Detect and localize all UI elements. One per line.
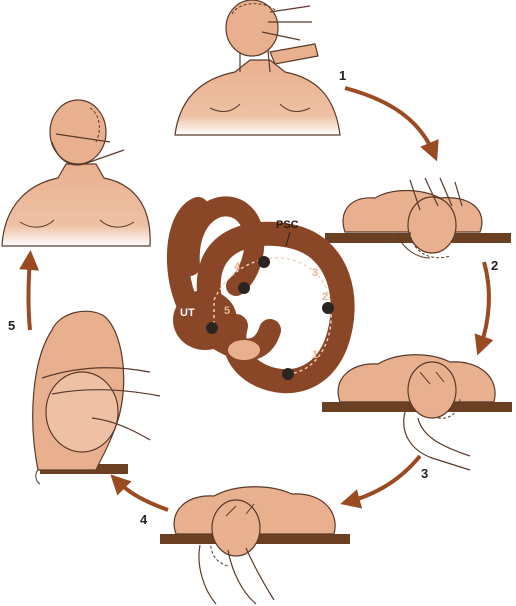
step-label-1: 1	[339, 68, 346, 83]
otolith-dot	[282, 368, 294, 380]
position-5-sitting-up	[32, 310, 161, 485]
position-4-side-lying	[160, 486, 350, 605]
inner-label-4: 4	[234, 261, 241, 273]
psc-label: PSC	[276, 219, 299, 231]
arrow-1-to-2	[344, 86, 439, 162]
inner-label-3: 3	[312, 267, 318, 279]
inner-label-2: 2	[322, 291, 328, 303]
otolith-dot	[238, 282, 250, 294]
step-label-4: 4	[140, 512, 148, 527]
step-label-2: 2	[491, 258, 498, 273]
arrow-2-to-3	[474, 261, 494, 356]
otolith-dot	[206, 322, 218, 334]
labyrinth-diagram	[166, 196, 355, 394]
step-label-3: 3	[421, 466, 428, 481]
position-3-head-turned	[322, 354, 512, 471]
arrow-5-to-upright	[19, 250, 40, 331]
position-1-seated	[174, 0, 341, 136]
arrow-4-to-5	[110, 474, 169, 512]
otolith-dot	[322, 302, 334, 314]
inner-label-5: 5	[224, 305, 230, 317]
position-2-supine	[325, 177, 511, 259]
inner-label-1: 1	[312, 349, 318, 361]
position-upright-final	[1, 99, 151, 247]
arrow-3-to-4	[340, 454, 422, 509]
otolith-dot	[258, 256, 270, 268]
utricle-label: UT	[180, 307, 195, 319]
step-label-5: 5	[8, 318, 15, 333]
